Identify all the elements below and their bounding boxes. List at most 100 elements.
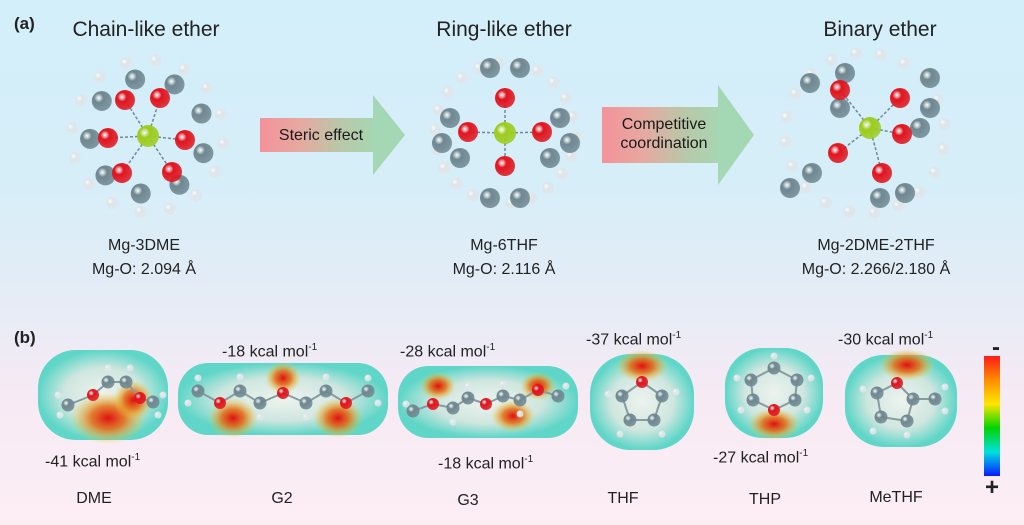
carbon-atom [510,188,530,208]
oxygen-atom [636,376,648,388]
competitive-coordination-arrow: Competitive coordination [602,85,754,185]
hydrogen-atom [819,196,832,209]
carbon-atom [910,118,930,138]
hydrogen-atom [106,196,119,209]
oxygen-atom [175,130,195,150]
magnesium-atom [494,122,516,144]
complex-name: Mg-2DME-2THF [817,237,935,254]
hydrogen-atom [75,94,88,107]
hydrogen-atom [825,54,838,67]
oxygen-atom [768,404,780,416]
hydrogen-atom [236,373,244,381]
hydrogen-atom [208,165,221,178]
hydrogen-atom [555,167,568,180]
esp-dme [38,350,168,444]
oxygen-atom [495,156,515,176]
hydrogen-atom [559,92,572,105]
carbon-atom [802,163,822,183]
hydrogen-atom [93,71,106,84]
negative-potential-region [420,372,456,400]
carbon-atom [655,389,669,403]
hydrogen-atom [455,71,468,84]
hydrogen-atom [859,385,867,393]
carbon-atom [920,98,940,118]
hydrogen-atom [217,137,230,150]
negative-potential-region [748,408,800,440]
hydrogen-atom [849,47,862,60]
energy-thp: -27 kcal mol-1 [713,448,809,467]
carbon-atom [61,398,75,412]
carbon-atom [193,143,214,164]
negative-potential-region [616,350,668,382]
name-thf: THF [607,490,639,507]
complex-name: Mg-6THF [470,237,538,254]
energy-g3-top: -28 kcal mol-1 [400,342,496,361]
esp-thp [725,348,823,440]
hydrogen-atom [54,391,62,399]
hydrogen-atom [322,373,330,381]
hydrogen-atom [256,413,264,421]
carbon-atom [800,73,820,93]
name-thp: THP [749,491,781,508]
hydrogen-atom [450,177,463,190]
energy-methf: -30 kcal mol-1 [838,330,934,349]
hydrogen-atom [941,407,949,415]
hydrogen-atom [803,406,811,414]
hydrogen-atom [374,399,382,407]
complex-name: Mg-3DME [107,237,180,254]
carbon-atom [788,393,802,407]
hydrogen-atom [66,122,79,135]
hydrogen-atom [531,64,544,77]
carbon-atom [920,68,940,88]
oxygen-atom [340,397,352,409]
carbon-atom [450,148,470,168]
oxygen-atom [277,387,289,399]
carbon-atom [744,373,758,387]
carbon-atom [432,133,452,153]
energy-thf: -37 kcal mol-1 [586,330,682,349]
esp-thf [590,350,694,450]
hydrogen-atom [874,48,887,61]
hydrogen-atom [364,374,372,382]
carbon-atom [361,384,375,398]
hydrogen-atom [134,205,147,218]
hydrogen-atom [892,199,905,212]
hydrogen-atom [567,110,580,123]
carbon-atom [480,58,500,78]
carbon-atom [440,108,460,128]
magnesium-atom [137,125,159,147]
oxygen-atom [115,90,135,110]
oxygen-atom [134,392,146,404]
carbon-atom [895,183,915,203]
oxygen-atom [890,88,910,108]
hydrogen-atom [154,411,162,419]
structure-title-chain: Chain-like ether [72,18,220,41]
carbon-atom [870,386,884,400]
hydrogen-atom [449,418,457,426]
hydrogen-atom [616,430,624,438]
oxygen-atom [427,398,439,410]
hydrogen-atom [120,57,133,70]
hydrogen-atom [800,181,813,194]
carbon-atom [874,410,888,424]
hydrogen-atom [464,382,472,390]
hydrogen-atom [658,430,666,438]
caption-mg-2dme-2thf: Mg-2DME-2THF Mg-O: 2.266/2.180 Å [746,234,1006,282]
carbon-atom [790,373,804,387]
hydrogen-atom [104,364,112,372]
name-g3: G3 [457,492,479,509]
bond-length: Mg-O: 2.266/2.180 Å [801,261,951,278]
carbon-atom [119,375,133,389]
oxygen-atom [892,124,912,144]
hydrogen-atom [56,411,64,419]
steric-effect-arrow: Steric effect [260,95,405,175]
carbon-atom [496,389,510,403]
hydrogen-atom [516,410,524,418]
oxygen-atom [162,162,182,182]
panel-b-label: (b) [14,328,36,347]
energy-dme: -41 kcal mol-1 [45,452,141,471]
mg-3dme-structure [66,54,230,218]
carbon-atom [835,63,855,83]
hydrogen-atom [869,427,877,435]
oxygen-atom [830,80,850,100]
